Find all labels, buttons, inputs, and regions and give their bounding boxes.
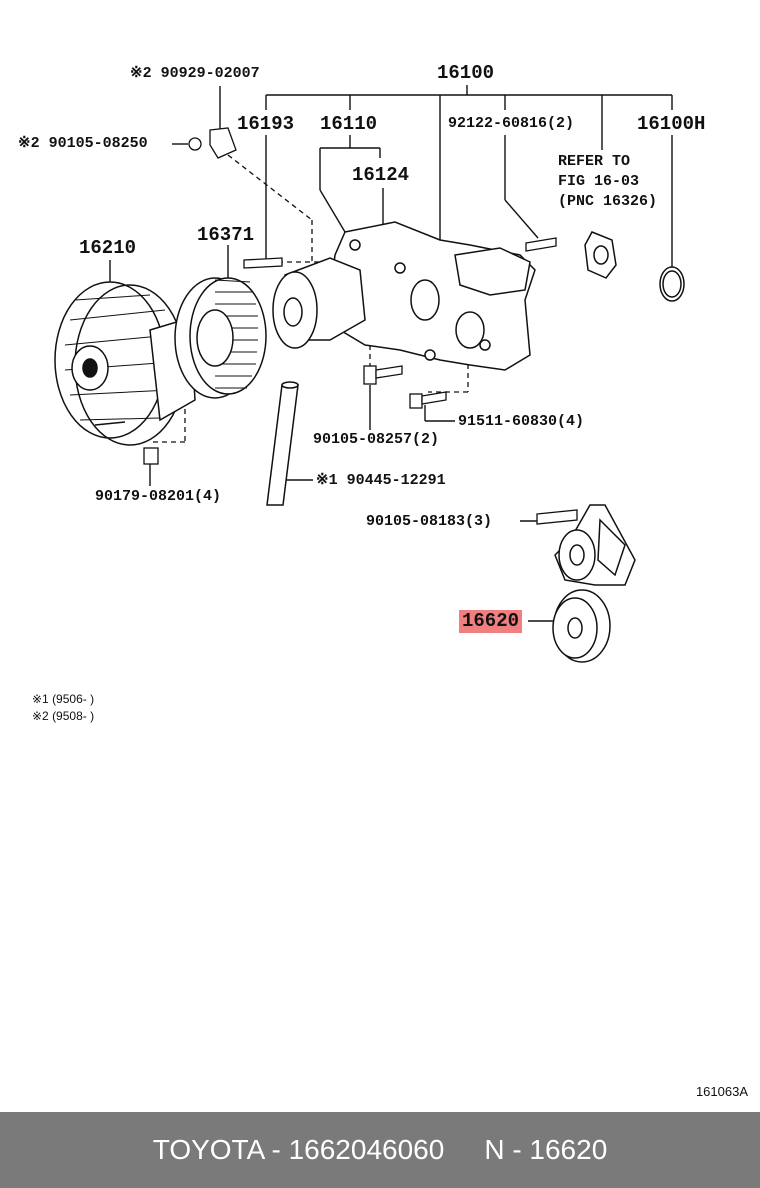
note-2: ※2 (9508- ): [32, 709, 95, 723]
label-16100[interactable]: 16100: [437, 62, 495, 84]
label-91511-60830[interactable]: 91511-60830(4): [458, 413, 585, 430]
figure-id: 161063A: [695, 1084, 748, 1099]
label-16193[interactable]: 16193: [237, 113, 295, 135]
bolts: [143, 127, 578, 525]
refer-line-1: REFER TO: [558, 153, 631, 170]
label-90179-08201[interactable]: 90179-08201(4): [95, 488, 222, 505]
label-16371[interactable]: 16371: [197, 224, 255, 246]
water-pump-16110: [272, 221, 536, 371]
label-16124[interactable]: 16124: [352, 164, 410, 186]
pulley-16371: [174, 277, 267, 399]
label-16110[interactable]: 16110: [320, 113, 378, 135]
refer-line-3[interactable]: (PNC 16326): [558, 193, 658, 210]
label-92122-60816[interactable]: 92122-60816(2): [448, 115, 575, 132]
note-1: ※1 (9506- ): [32, 692, 95, 706]
tensioner-16620: [552, 504, 636, 663]
label-90105-08250[interactable]: ※2 90105-08250: [18, 135, 148, 152]
label-16210[interactable]: 16210: [79, 237, 137, 259]
bypass-pipe: [266, 381, 299, 506]
footer-reference: N - 16620: [484, 1134, 608, 1165]
label-90105-08257[interactable]: 90105-08257(2): [313, 431, 440, 448]
fan-clutch-16210: [54, 281, 196, 446]
footer-part-number: TOYOTA - 1662046060: [152, 1134, 445, 1165]
label-90105-08183[interactable]: 90105-08183(3): [366, 513, 493, 530]
label-90929-02007[interactable]: ※2 90929-02007: [130, 65, 260, 82]
gasket-16326: [584, 231, 685, 302]
label-90445-12291[interactable]: ※1 90445-12291: [316, 472, 446, 489]
refer-line-2[interactable]: FIG 16-03: [558, 173, 640, 190]
label-16620-highlighted[interactable]: 16620: [459, 610, 523, 633]
parts-diagram: [54, 85, 685, 663]
label-16100h[interactable]: 16100H: [637, 113, 706, 135]
footer-bar: TOYOTA - 1662046060 N - 16620: [0, 1112, 760, 1188]
